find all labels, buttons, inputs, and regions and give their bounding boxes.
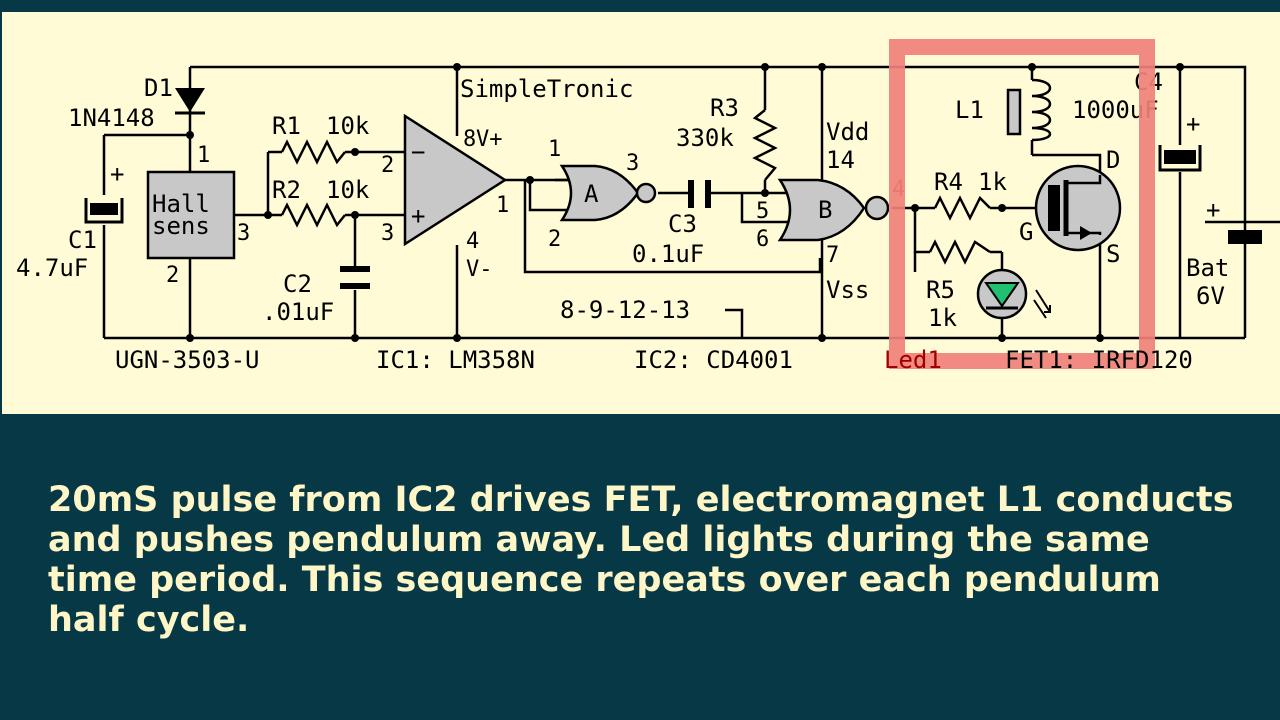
- hall-pin-3: 3: [237, 221, 250, 246]
- unused-pins-note: 8-9-12-13: [560, 296, 690, 324]
- gate-b-vdd: Vdd: [826, 118, 869, 146]
- gate-a-pin-3: 3: [626, 151, 639, 176]
- hall-sensor: [146, 170, 236, 260]
- circuit-schematic: D1 1N4148 + C1 4.7uF Hall sens 1 2 3 R1 …: [2, 12, 1280, 414]
- resistor-r4: [933, 195, 991, 221]
- bat-polarity: +: [1206, 196, 1220, 224]
- opamp-vminus: V-: [466, 257, 493, 282]
- r2-name: R2: [272, 176, 301, 204]
- wires: [102, 65, 1247, 340]
- part-hall: UGN-3503-U: [115, 346, 260, 374]
- r3-name: R3: [710, 94, 739, 122]
- opamp-pin-1: 1: [496, 193, 509, 218]
- r4-value: 1k: [978, 168, 1007, 196]
- c1-name: C1: [68, 226, 97, 254]
- bat-value: 6V: [1196, 282, 1225, 310]
- part-ic2: IC2: CD4001: [634, 346, 793, 374]
- r4-name: R4: [934, 168, 963, 196]
- coil-l1: [1006, 78, 1052, 142]
- capacitor-c4: [1158, 145, 1202, 172]
- r3-value: 330k: [676, 124, 734, 152]
- resistor-r5: [928, 239, 991, 265]
- gate-b-pin-5: 5: [756, 199, 769, 224]
- c2-name: C2: [283, 270, 312, 298]
- opamp-ic1: [403, 113, 508, 247]
- nor-gate-a: [559, 164, 657, 222]
- r2-value: 10k: [326, 176, 370, 204]
- resistor-r2: [280, 202, 346, 228]
- c1-value: 4.7uF: [16, 254, 88, 282]
- opamp-pin-4: 4: [466, 229, 479, 254]
- hall-pin-2: 2: [166, 263, 179, 288]
- l1-name: L1: [955, 96, 984, 124]
- opamp-pin-3: 3: [381, 221, 394, 246]
- gate-b-letter: B: [818, 196, 832, 224]
- fet-gate-label: G: [1019, 218, 1033, 246]
- r5-value: 1k: [928, 304, 957, 332]
- r1-value: 10k: [326, 112, 370, 140]
- junction-dots: [186, 63, 1184, 342]
- highlight-box: [889, 39, 1155, 369]
- resistor-r1: [280, 139, 346, 165]
- led-icon: [976, 268, 1051, 320]
- fet-source-label: S: [1106, 240, 1120, 268]
- capacitor-c3: [688, 180, 711, 208]
- mosfet-fet1: [1034, 164, 1122, 252]
- brand-label: SimpleTronic: [460, 75, 633, 103]
- resistor-r3: [752, 109, 778, 181]
- c4-polarity: +: [1186, 110, 1200, 138]
- hall-label-2: sens: [152, 212, 210, 240]
- opamp-pin-2: 2: [381, 153, 394, 178]
- gate-a-letter: A: [584, 180, 599, 208]
- gate-b-pin-6: 6: [756, 227, 769, 252]
- part-ic1: IC1: LM358N: [376, 346, 535, 374]
- capacitor-c1: [84, 198, 124, 224]
- part-fet1: FET1: IRFD120: [1005, 346, 1193, 374]
- diode-d1: [175, 88, 205, 115]
- opamp-vplus: V+: [476, 127, 503, 152]
- c2-value: .01uF: [262, 298, 334, 326]
- c1-polarity: +: [110, 160, 124, 188]
- capacitor-c2: [340, 266, 370, 289]
- part-led1: Led1: [884, 346, 942, 374]
- opamp-minus: −: [411, 138, 425, 166]
- gate-b-vss: Vss: [826, 276, 869, 304]
- gate-b-pin-14: 14: [826, 146, 855, 174]
- gate-b-pin-7: 7: [826, 243, 839, 268]
- caption-text: 20mS pulse from IC2 drives FET, electrom…: [48, 480, 1234, 640]
- r1-name: R1: [272, 112, 301, 140]
- fet-drain-label: D: [1106, 146, 1120, 174]
- c3-value: 0.1uF: [632, 240, 704, 268]
- opamp-plus: +: [411, 202, 425, 230]
- r5-name: R5: [926, 276, 955, 304]
- gate-a-pin-1: 1: [548, 137, 561, 162]
- bat-name: Bat: [1186, 254, 1229, 282]
- d1-value: 1N4148: [68, 104, 155, 132]
- d1-name: D1: [144, 74, 173, 102]
- nor-gate-b: [777, 178, 890, 242]
- opamp-pin-8: 8: [463, 127, 476, 152]
- hall-pin-1: 1: [197, 143, 210, 168]
- c3-name: C3: [668, 210, 697, 238]
- battery-icon: [1205, 220, 1280, 244]
- gate-a-pin-2: 2: [548, 227, 561, 252]
- hall-label-1: Hall: [152, 190, 210, 218]
